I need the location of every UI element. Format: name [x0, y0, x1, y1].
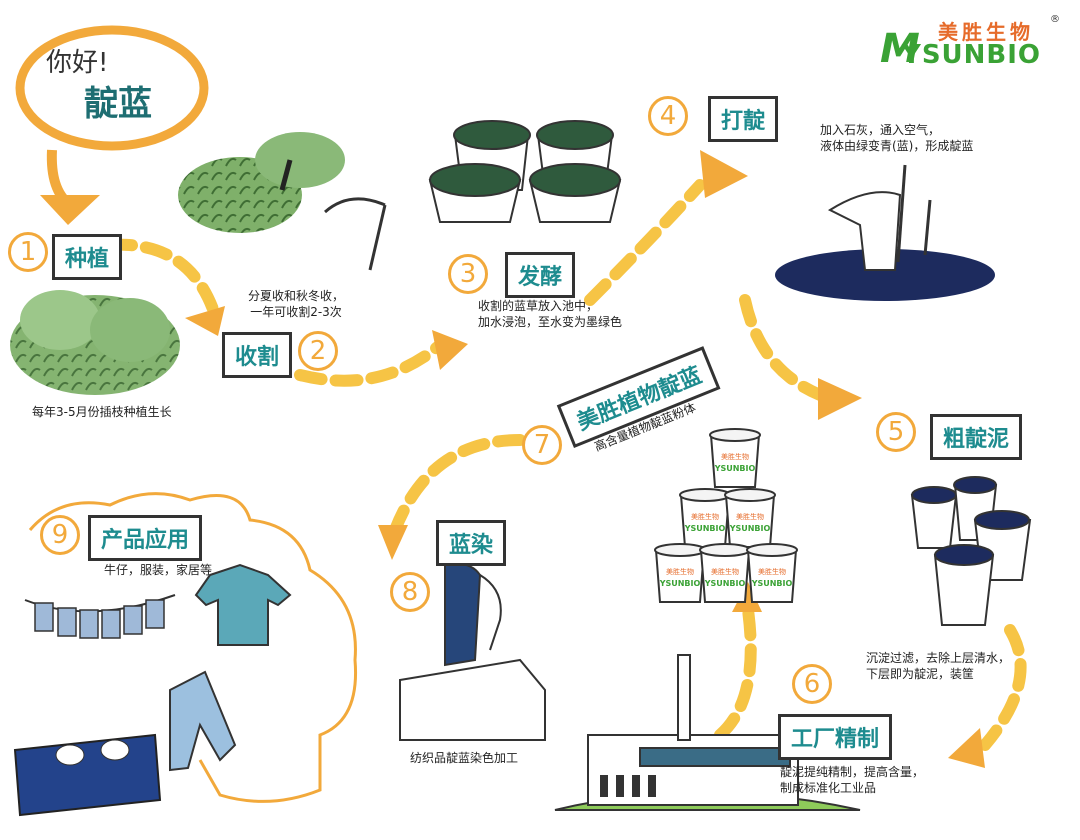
greeting: 你好! 靛蓝	[22, 20, 212, 140]
step-7-number: 7	[522, 425, 562, 465]
harvest-illustration	[178, 132, 387, 271]
step-4-desc: 加入石灰，通入空气， 液体由绿变青(蓝)，形成靛蓝	[820, 123, 974, 153]
paste-baskets	[910, 476, 1032, 626]
bucket-brand: YSUNBIO	[751, 579, 793, 588]
product-bucket: 美胜生物 YSUNBIO	[709, 428, 761, 488]
bucket-label: 美胜生物	[711, 567, 739, 576]
step-2-number: 2	[298, 331, 338, 371]
step-8-desc: 纺织品靛蓝染色加工	[410, 751, 519, 765]
greeting-blob	[15, 25, 209, 151]
step-4-number: 4	[648, 96, 688, 136]
greeting-title: 靛蓝	[84, 84, 152, 124]
step-6-desc: 靛泥提纯精制，提高含量， 制成标准化工业品	[780, 765, 925, 795]
step-1-desc: 每年3-5月份插枝种植生长	[32, 405, 172, 419]
step-6-label: 工厂精制	[778, 714, 893, 760]
product-bucket: 美胜生物 YSUNBIO	[654, 543, 706, 603]
brand-registered: ®	[1050, 14, 1060, 25]
step-1-label: 种植	[52, 234, 123, 280]
bucket-label: 美胜生物	[691, 512, 719, 521]
bucket-label: 美胜生物	[736, 512, 764, 521]
greeting-hello: 你好!	[46, 48, 109, 78]
greeting-arrowhead	[40, 195, 100, 225]
flow-arrowheads	[185, 150, 985, 768]
factory-illustration	[554, 654, 861, 811]
step-8-label: 蓝染	[436, 520, 507, 566]
brand-logo: M 美胜生物 YSUNBIO ®	[880, 14, 1060, 72]
plant-illustration	[10, 290, 180, 395]
step-8-number: 8	[390, 572, 430, 612]
brand-name-en: YSUNBIO	[902, 40, 1042, 70]
bucket-label: 美胜生物	[721, 452, 749, 461]
step-5-number: 5	[876, 412, 916, 452]
step-3-desc: 收割的蓝草放入池中， 加水浸泡，至水变为墨绿色	[478, 299, 623, 329]
step-2-desc: 分夏收和秋冬收， 一年可收割2-3次	[248, 289, 345, 319]
step-6-number: 6	[792, 664, 832, 704]
product-bucket: 美胜生物 YSUNBIO	[679, 488, 731, 548]
product-bucket: 美胜生物 YSUNBIO	[724, 488, 776, 548]
step-4-label: 打靛	[708, 96, 779, 142]
step-1-number: 1	[8, 232, 48, 272]
beating-illustration	[775, 164, 995, 301]
product-bucket: 美胜生物 YSUNBIO	[699, 543, 751, 603]
brand-name-cn: 美胜生物	[938, 20, 1034, 44]
bucket-brand: YSUNBIO	[729, 524, 771, 533]
step-2-label: 收割	[222, 332, 293, 378]
step-9-number: 9	[40, 515, 80, 555]
bucket-label: 美胜生物	[666, 567, 694, 576]
step-3-label: 发酵	[505, 252, 576, 298]
product-buckets: 美胜生物 YSUNBIO 美胜生物 YSUNBIO 美胜生物 YSUNBIO 美胜生物 YSU…	[654, 428, 798, 603]
bucket-brand: YSUNBIO	[714, 464, 756, 473]
dyeing-illustration	[399, 562, 546, 741]
flow-path	[104, 179, 1027, 751]
applications-illustration	[13, 492, 358, 817]
step-9-desc: 牛仔，服装，家居等	[104, 563, 213, 577]
brand-mark: M	[880, 26, 920, 72]
bucket-brand: YSUNBIO	[659, 579, 701, 588]
product-bucket: 美胜生物 YSUNBIO	[746, 543, 798, 603]
fermentation-vats	[428, 120, 622, 223]
step-5-desc: 沉淀过滤，去除上层清水， 下层即为靛泥，装筐	[866, 651, 1011, 681]
step-3-number: 3	[448, 254, 488, 294]
bucket-label: 美胜生物	[758, 567, 786, 576]
step-5-label: 粗靛泥	[930, 414, 1023, 460]
bucket-brand: YSUNBIO	[684, 524, 726, 533]
bucket-brand: YSUNBIO	[704, 579, 746, 588]
step-9-label: 产品应用	[88, 515, 203, 561]
